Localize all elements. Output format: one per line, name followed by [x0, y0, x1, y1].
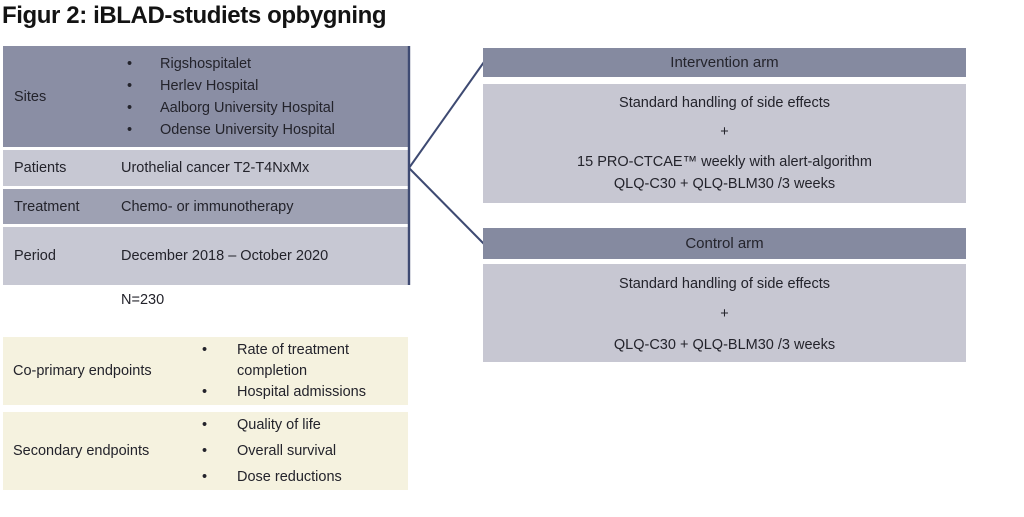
list-item: Quality of life	[198, 412, 342, 438]
endpoint-item: Rate of treatment completion	[237, 341, 350, 379]
table-row-sites: Sites Rigshospitalet Herlev Hospital Aal…	[3, 46, 408, 147]
patients-value: Urothelial cancer T2-T4NxMx	[121, 160, 310, 176]
control-line-standard: Standard handling of side effects	[619, 276, 830, 292]
sites-list: Rigshospitalet Herlev Hospital Aalborg U…	[121, 53, 408, 141]
site-name: Herlev Hospital	[160, 77, 259, 94]
secondary-endpoints-row: Secondary endpoints Quality of life Over…	[3, 412, 408, 490]
list-item: Hospital admissions	[198, 382, 408, 403]
site-name: Odense University Hospital	[160, 121, 335, 138]
plus-sign: +	[720, 124, 729, 140]
list-item: Rigshospitalet	[121, 53, 408, 75]
list-item: Dose reductions	[198, 464, 342, 490]
connector-to-intervention-arm	[408, 61, 485, 169]
intervention-arm-header: Intervention arm	[483, 48, 966, 77]
row-label-treatment: Treatment	[14, 198, 80, 215]
site-name: Aalborg University Hospital	[160, 99, 335, 116]
table-row-patients: Patients Urothelial cancer T2-T4NxMx	[3, 150, 408, 186]
row-label-patients: Patients	[14, 160, 67, 176]
secondary-endpoints-list: Quality of life Overall survival Dose re…	[198, 412, 342, 490]
endpoint-item: Quality of life	[237, 417, 321, 433]
control-arm-body: Standard handling of side effects + QLQ-…	[483, 264, 966, 362]
list-item: Herlev Hospital	[121, 75, 408, 97]
secondary-endpoints-label: Secondary endpoints	[13, 443, 150, 459]
list-item: Overall survival	[198, 438, 342, 464]
endpoint-item: Overall survival	[237, 443, 337, 459]
intervention-line-proctcae: 15 PRO-CTCAE™ weekly with alert-algorith…	[577, 154, 872, 170]
coprimary-endpoints-list: Rate of treatment completion Hospital ad…	[198, 340, 408, 403]
endpoint-item: Hospital admissions	[237, 383, 366, 400]
control-arm-header: Control arm	[483, 228, 966, 259]
row-label-sites: Sites	[14, 88, 47, 105]
period-value: December 2018 – October 2020	[121, 248, 329, 264]
sample-size-label: N=230	[121, 292, 165, 308]
figure-title: Figur 2: iBLAD-studiets opbygning	[2, 2, 387, 29]
endpoint-item: Dose reductions	[237, 469, 342, 485]
list-item: Aalborg University Hospital	[121, 97, 408, 119]
control-line-qlq: QLQ-C30 + QLQ-BLM30 /3 weeks	[613, 337, 836, 353]
table-row-period: Period December 2018 – October 2020	[3, 227, 408, 285]
coprimary-endpoints-content: Rate of treatment completion Hospital ad…	[198, 340, 408, 403]
connector-to-control-arm	[408, 167, 485, 245]
intervention-arm-body: Standard handling of side effects + 15 P…	[483, 84, 966, 203]
table-row-treatment: Treatment Chemo- or immunotherapy	[3, 189, 408, 224]
list-item: Odense University Hospital	[121, 119, 408, 141]
plus-sign: +	[720, 306, 729, 322]
coprimary-endpoints-label: Co-primary endpoints	[13, 363, 152, 379]
intervention-line-standard: Standard handling of side effects	[619, 95, 830, 111]
sites-content: Rigshospitalet Herlev Hospital Aalborg U…	[121, 53, 408, 141]
site-name: Rigshospitalet	[160, 55, 252, 72]
secondary-endpoints-content: Quality of life Overall survival Dose re…	[198, 412, 342, 490]
coprimary-endpoints-row: Co-primary endpoints Rate of treatment c…	[3, 337, 408, 405]
treatment-value: Chemo- or immunotherapy	[121, 198, 294, 215]
intervention-line-qlq: QLQ-C30 + QLQ-BLM30 /3 weeks	[613, 176, 836, 192]
list-item: Rate of treatment completion	[198, 340, 408, 382]
row-label-period: Period	[14, 248, 56, 264]
